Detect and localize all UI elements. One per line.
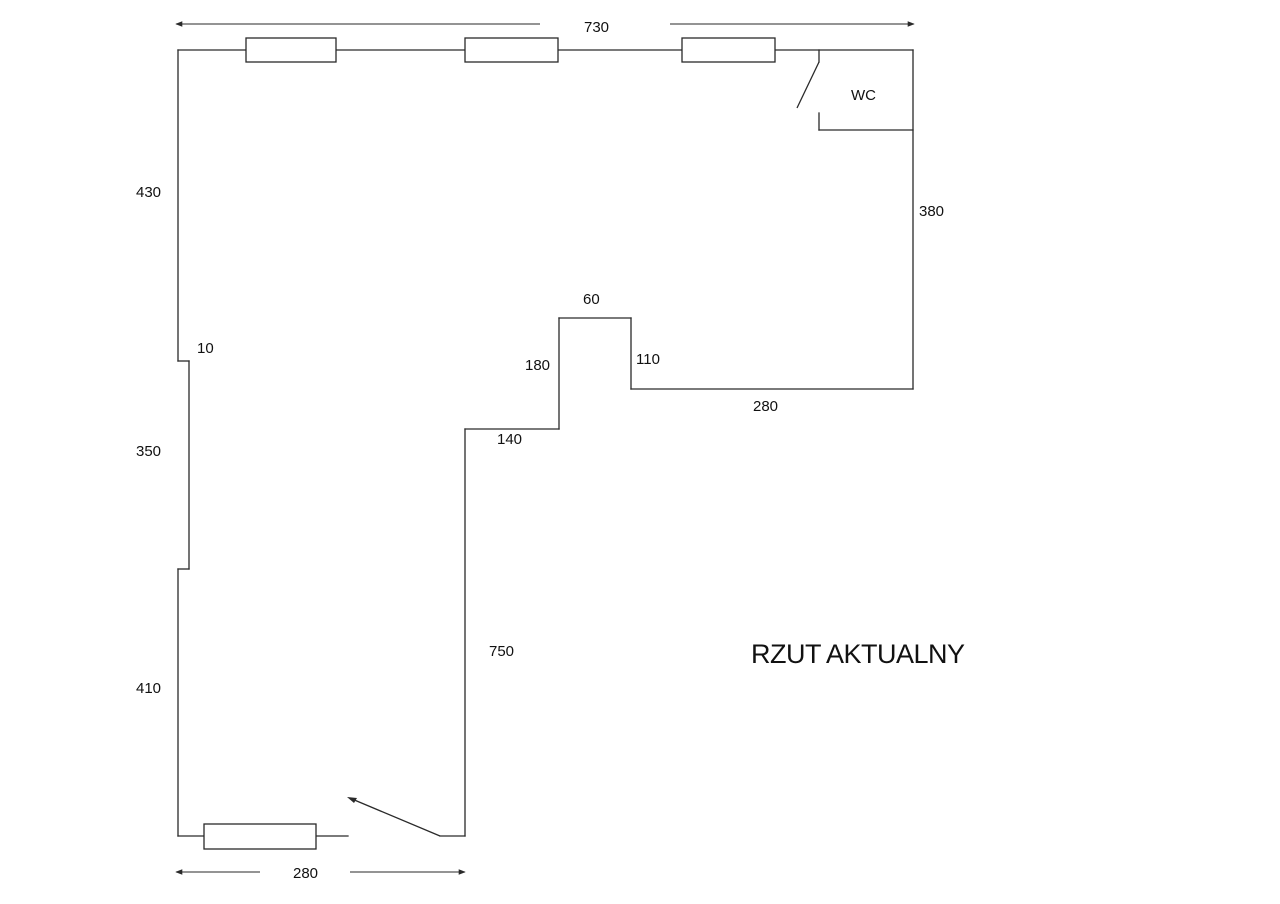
dim-bottom-width: 280 [293,865,318,882]
plan-title: RZUT AKTUALNY [751,639,965,669]
window-bottom [203,823,317,850]
walls [177,49,914,837]
wc-partition [796,49,914,131]
room-label-wc: WC [851,87,876,104]
dim-top-width: 730 [584,19,609,36]
dim-notch-right: 110 [636,351,660,368]
entry-door [347,797,441,837]
dim-left-offset: 10 [197,340,214,357]
dim-left-upper: 430 [136,184,161,201]
dim-notch-left: 180 [525,357,550,374]
dim-right-bottom: 280 [753,398,778,415]
window-top-2 [464,37,559,63]
dim-inner-lower: 750 [489,643,514,660]
dimension-labels: 730 430 10 350 410 380 60 180 110 280 14… [136,19,944,882]
dimension-lines [175,21,915,875]
entry-door-arrow [347,797,357,803]
dim-step: 140 [497,431,522,448]
window-top-3 [681,37,776,63]
window-top-1 [245,37,337,63]
dim-notch-top: 60 [583,291,600,308]
dim-left-middle: 350 [136,443,161,460]
windows [203,37,776,850]
wc-door [796,61,820,109]
dim-left-lower: 410 [136,680,161,697]
dim-right-upper: 380 [919,203,944,220]
entry-door-leaf [351,798,441,837]
